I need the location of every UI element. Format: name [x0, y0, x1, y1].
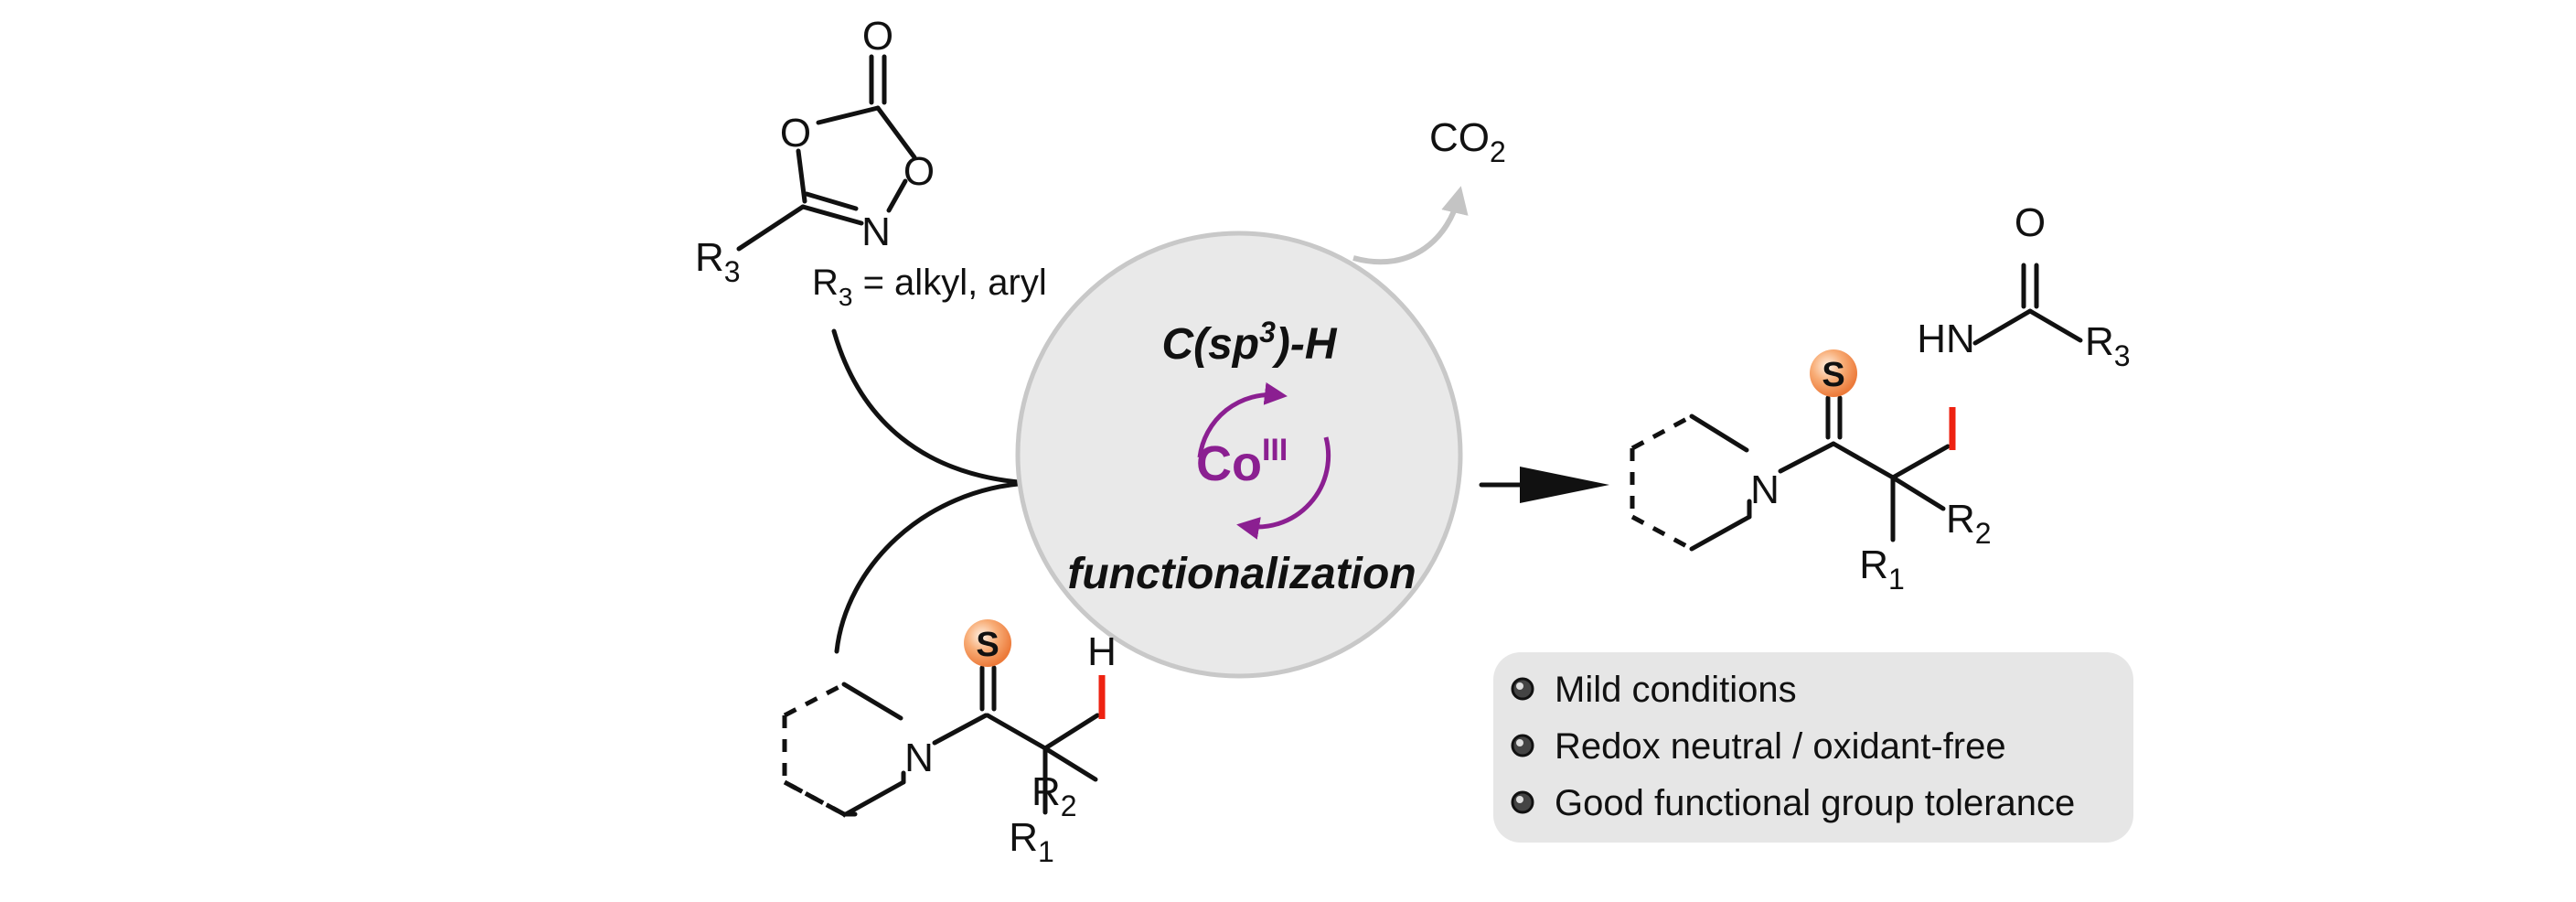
c-sp3-h-label: C(sp3)-H	[1161, 316, 1337, 369]
bullet-icon	[1511, 677, 1534, 701]
product-r2: R2	[1946, 497, 1992, 550]
p-bond-n-ccarbonyl	[1972, 308, 2033, 346]
substrate-atom-s: S	[976, 626, 999, 664]
bond-cthio-calpha	[985, 713, 1048, 751]
feature-text-1: Mild conditions	[1555, 670, 1797, 710]
product-r3: R3	[2085, 319, 2131, 372]
bond-calpha-ch2	[1042, 713, 1100, 751]
substrate-r1: R1	[1009, 815, 1054, 868]
co2-release-arrow	[1352, 186, 1469, 265]
product-sulfur-ball	[1810, 349, 1857, 397]
ring-bond-c-n-a	[800, 204, 864, 226]
feature-text-2: Redox neutral / oxidant-free	[1555, 726, 2006, 767]
p-bond-cthio-calpha	[1831, 441, 1896, 480]
bullet-highlight-icon	[1516, 682, 1523, 690]
catalysis-circle-bg	[1015, 231, 1463, 679]
bullet-icon	[1511, 734, 1534, 757]
bond-to-r3	[736, 204, 806, 252]
p-ring-dashed-bottom-left	[1630, 514, 1694, 552]
bond-n-cthio	[932, 713, 989, 746]
ring-bond-c-o1	[816, 105, 881, 125]
cobalt-catalyst: CoIII	[1196, 433, 1288, 491]
co2-label: CO2	[1429, 115, 1506, 168]
product-atom-o: O	[2015, 200, 2046, 245]
product-r1: R1	[1859, 542, 1905, 596]
dioxazolone-reagent: O O O N R3 R3 = alkyl, aryl	[695, 14, 1047, 311]
functionalization-label: functionalization	[1067, 550, 1416, 598]
bullet-icon	[1511, 790, 1534, 814]
reagent-arc	[831, 328, 1031, 486]
cycle-arrow-top	[1197, 381, 1288, 458]
bullet-highlight-icon	[1516, 796, 1523, 803]
ring-dashed-repeat	[783, 779, 846, 817]
p-bond-c-r3	[2027, 308, 2083, 343]
bullet-highlight-icon	[1516, 739, 1523, 746]
substrate-atom-h: H	[1087, 629, 1117, 674]
features-box: Mild conditions Redox neutral / oxidant-…	[1493, 652, 2133, 843]
ring-bond-c-o2	[875, 105, 917, 160]
p-bond-calpha-ch2	[1890, 444, 1951, 480]
features-box-bg	[1493, 652, 2133, 843]
catalysis-circle: C(sp3)-H CoIII functionalization	[1015, 231, 1463, 679]
product-atom-hn: HN	[1917, 317, 1975, 361]
p-ring-bond-top-right	[1689, 413, 1749, 453]
p-ring-bond-bottom-right	[1689, 514, 1752, 552]
ring-bond-o1-c	[796, 148, 807, 204]
p-bond-n-cthio	[1778, 441, 1836, 474]
bond-calpha-r2	[1042, 746, 1098, 782]
atom-o-ring-right: O	[903, 149, 935, 194]
feature-item-2: Redox neutral / oxidant-free	[1511, 726, 2006, 767]
thioamide-substrate: N S H R1	[782, 619, 1117, 868]
feature-text-3: Good functional group tolerance	[1555, 783, 2075, 823]
cycle-arrow-bottom	[1236, 436, 1331, 540]
substrate-r2-final: R2	[1031, 769, 1077, 822]
p-bond-calpha-r2	[1890, 475, 1946, 511]
thioamide-product: N S HN O R3 R1 R2	[1630, 200, 2131, 596]
atom-o-carbonyl: O	[862, 14, 893, 59]
atom-n: N	[861, 209, 891, 254]
ring-bond-c-n-b	[804, 191, 859, 211]
product-atom-s: S	[1822, 356, 1844, 394]
reaction-arrow-head	[1520, 467, 1609, 503]
substrate-arc	[834, 480, 1031, 654]
ring-bond-top-right	[841, 682, 903, 721]
p-ring-dashed-top-left	[1630, 413, 1694, 451]
substrate-sulfur-ball	[964, 619, 1011, 667]
substrate-atom-n: N	[904, 736, 934, 780]
ring-bond-n-o2	[886, 178, 908, 213]
r3-definition: R3 = alkyl, aryl	[812, 263, 1047, 311]
reaction-arrow	[1479, 467, 1609, 503]
ring-dashed-top-left	[783, 682, 846, 718]
ring-bond-bottom-right	[843, 779, 906, 817]
feature-item-3: Good functional group tolerance	[1511, 783, 2075, 823]
atom-o-ring-left: O	[780, 111, 811, 156]
product-atom-n: N	[1750, 467, 1780, 512]
feature-item-1: Mild conditions	[1511, 670, 1797, 710]
substituent-r3: R3	[695, 235, 741, 288]
